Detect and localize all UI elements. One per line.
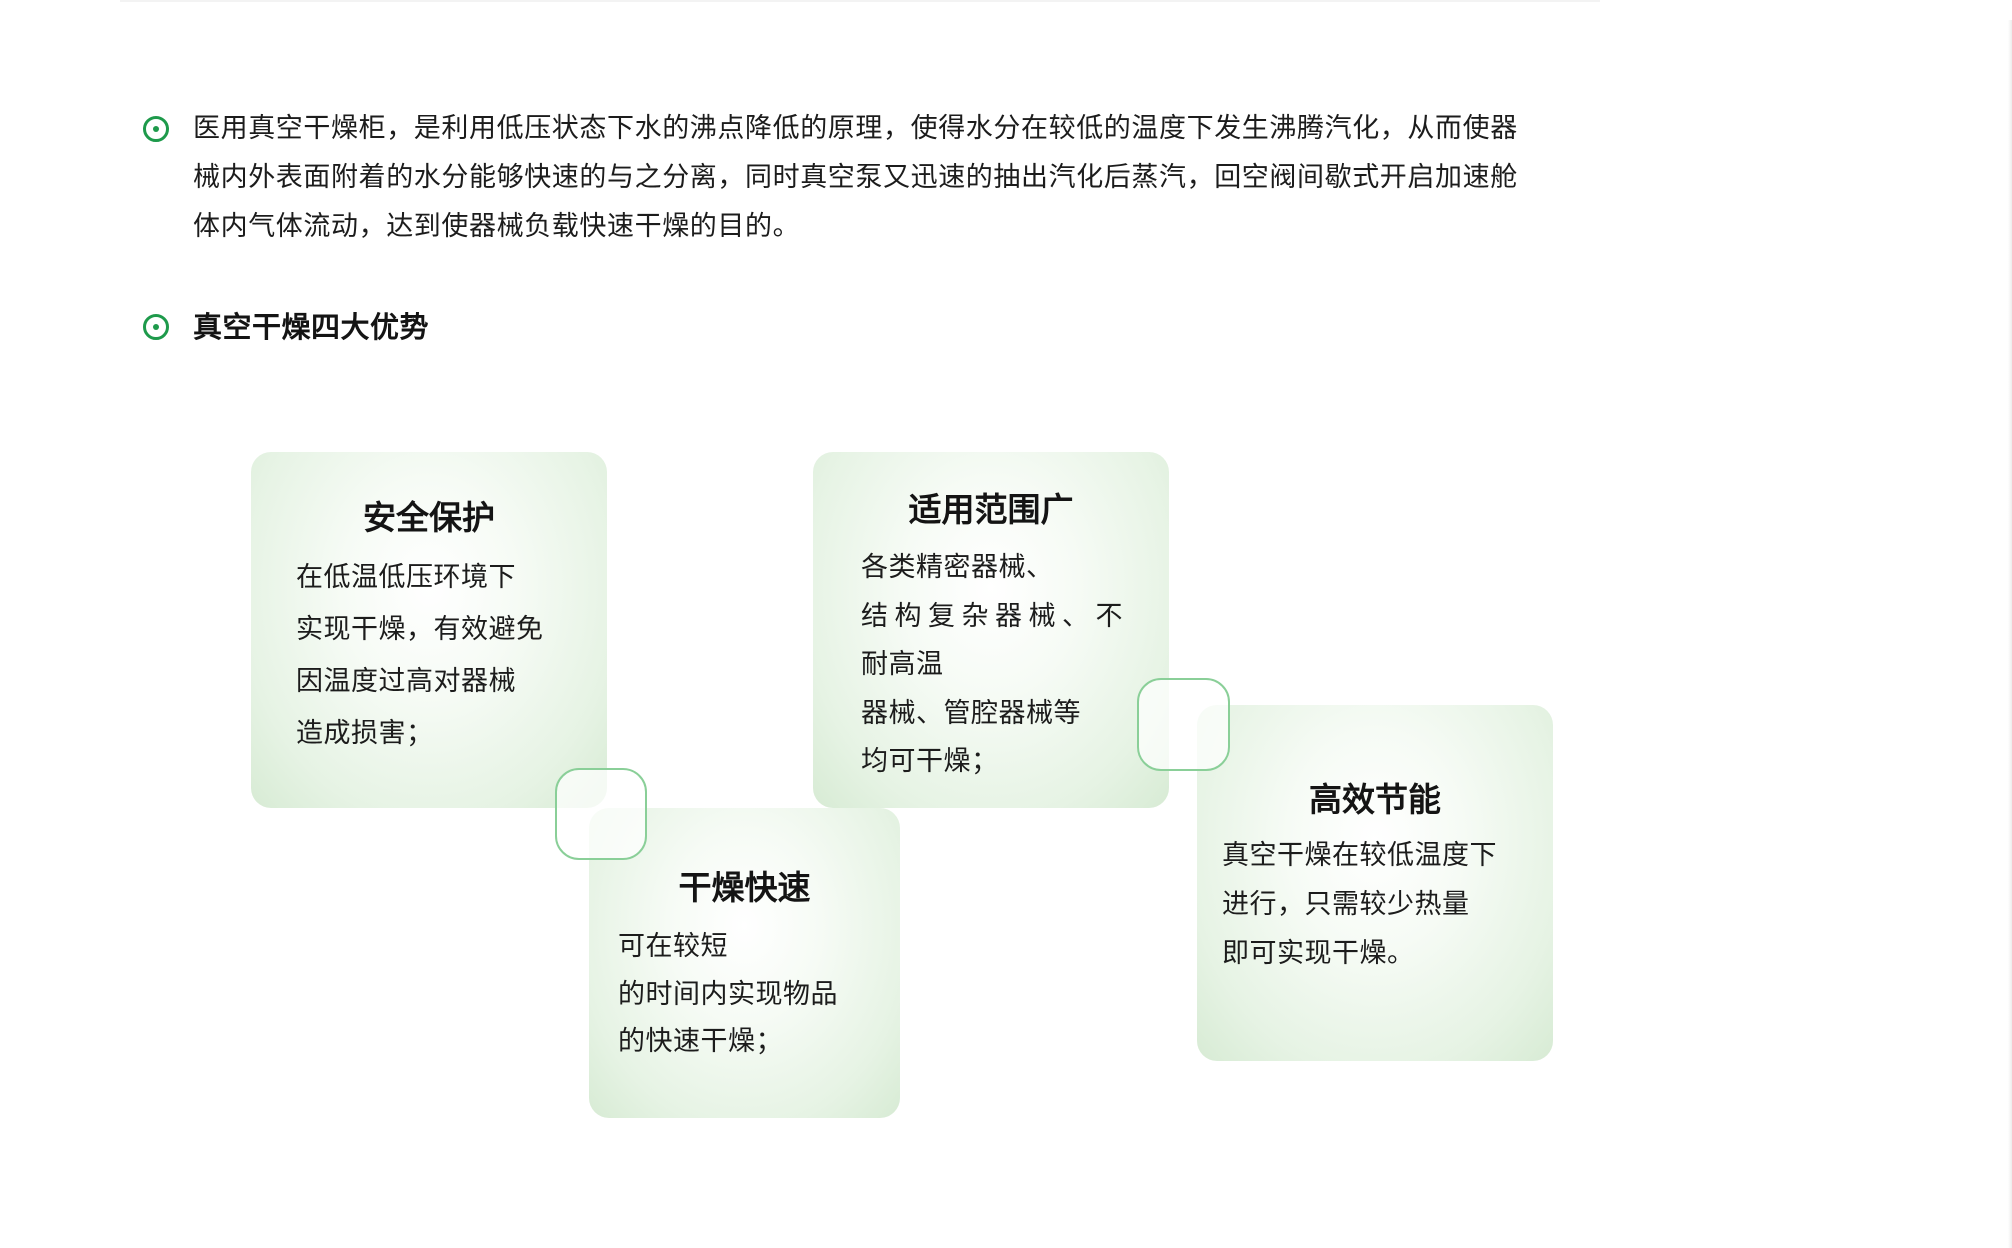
card-line: 器械、管腔器械等: [861, 697, 1081, 729]
card-line: 均可干燥；: [861, 746, 999, 777]
intro-line: 体内气体流动，达到使器械负载快速干燥的目的。: [193, 211, 801, 242]
intro-line: 械内外表面附着的水分能够快速的与之分离，同时真空泵又迅速的抽出汽化后蒸汽，回空阀…: [193, 162, 1518, 193]
circle-dot-icon: [143, 314, 169, 340]
advantage-card-fast-drying: 干燥快速 可在较短 的时间内实现物品 的快速干燥；: [589, 808, 900, 1118]
card-line: 耐高温: [861, 649, 944, 680]
card-line: 进行，只需较少热量: [1222, 889, 1470, 920]
right-edge-shadow: [2008, 20, 2012, 1248]
card-line: 真空干燥在较低温度下: [1222, 840, 1497, 871]
card-title: 高效节能: [1309, 780, 1441, 819]
card-line: 可在较短: [618, 931, 728, 962]
card-body: 可在较短 的时间内实现物品 的快速干燥；: [618, 923, 838, 1066]
card-line: 在低温低压环境下: [296, 562, 516, 593]
section-title: 真空干燥四大优势: [193, 310, 430, 344]
intro-line: 医用真空干燥柜，是利用低压状态下水的沸点降低的原理，使得水分在较低的温度下发生沸…: [193, 113, 1518, 144]
card-line: 各类精密器械、: [861, 552, 1054, 583]
advantage-card-energy-efficient: 高效节能 真空干燥在较低温度下 进行，只需较少热量 即可实现干燥。: [1197, 705, 1553, 1061]
card-line: 实现干燥，有效避免: [296, 614, 544, 645]
card-line: 即可实现干燥。: [1222, 938, 1415, 969]
circle-dot-icon: [143, 116, 169, 142]
card-line: 结构复杂器械、不: [861, 600, 1129, 632]
card-body: 各类精密器械、 结构复杂器械、不 耐高温 器械、管腔器械等 均可干燥；: [861, 544, 1129, 787]
connector-square: [555, 768, 647, 860]
card-line: 的快速干燥；: [618, 1026, 783, 1057]
advantage-card-safety: 安全保护 在低温低压环境下 实现干燥，有效避免 因温度过高对器械 造成损害；: [251, 452, 607, 808]
card-title: 干燥快速: [678, 868, 811, 907]
card-line: 因温度过高对器械: [296, 666, 516, 697]
advantage-card-wide-range: 适用范围广 各类精密器械、 结构复杂器械、不 耐高温 器械、管腔器械等 均可干燥…: [813, 452, 1169, 808]
card-line: 的时间内实现物品: [618, 978, 838, 1010]
card-line: 造成损害；: [296, 718, 434, 749]
intro-paragraph: 医用真空干燥柜，是利用低压状态下水的沸点降低的原理，使得水分在较低的温度下发生沸…: [193, 104, 1633, 251]
connector-square: [1137, 678, 1230, 771]
card-title: 适用范围广: [908, 490, 1074, 529]
card-body: 真空干燥在较低温度下 进行，只需较少热量 即可实现干燥。: [1222, 831, 1497, 978]
card-body: 在低温低压环境下 实现干燥，有效避免 因温度过高对器械 造成损害；: [296, 552, 544, 760]
top-divider: [120, 0, 1600, 2]
card-title: 安全保护: [363, 498, 495, 537]
